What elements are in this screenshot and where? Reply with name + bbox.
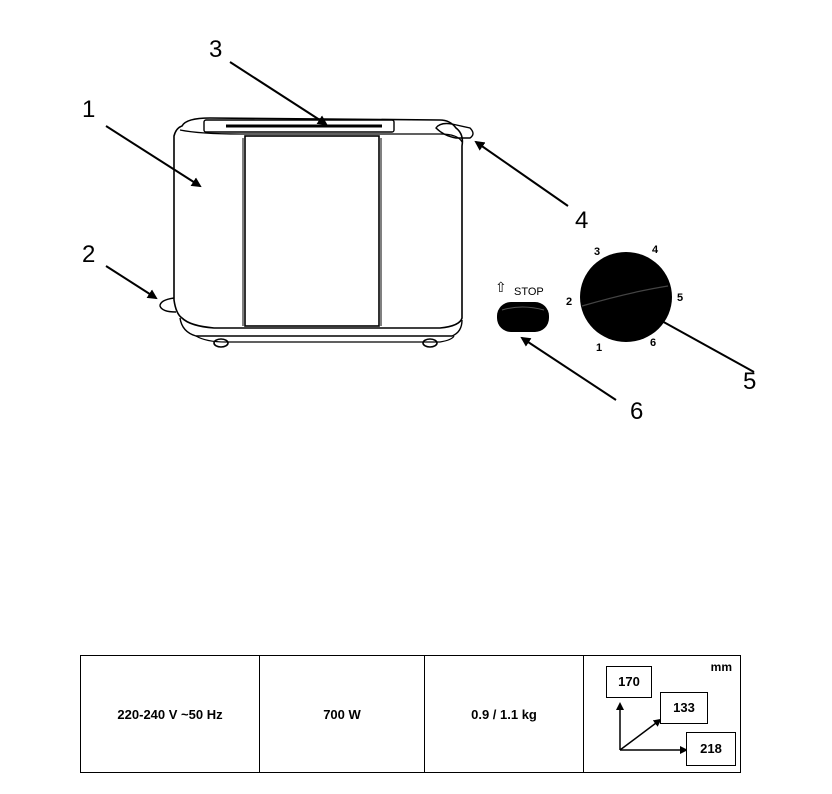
toaster-body [159, 117, 474, 348]
arrow-4 [474, 140, 569, 207]
arrow-1 [105, 125, 202, 188]
spec-power: 700 W [259, 655, 425, 773]
dial-number-3: 3 [594, 246, 601, 258]
dimension-width: 218 [686, 732, 736, 766]
spec-dimensions: mm 170 133 218 [583, 655, 741, 773]
table-row: 220-240 V ~50 Hz 700 W 0.9 / 1.1 kg mm 1… [80, 655, 741, 773]
dial-number-2: 2 [566, 296, 573, 308]
callout-4: 4 [575, 207, 589, 234]
dial-number-6: 6 [650, 337, 657, 349]
callout-2: 2 [82, 241, 96, 268]
arrow-6 [520, 336, 617, 401]
dimension-height: 170 [606, 666, 652, 698]
callout-6: 6 [630, 398, 644, 425]
dimension-depth: 133 [660, 692, 708, 724]
dial-number-4: 4 [652, 244, 659, 256]
dial-number-5: 5 [677, 292, 684, 304]
spec-voltage: 220-240 V ~50 Hz [80, 655, 260, 773]
arrow-2 [105, 265, 158, 300]
callout-arrows [105, 61, 755, 401]
toaster-diagram [105, 61, 755, 401]
dimension-axes [616, 702, 688, 754]
arrow-5 [659, 319, 755, 373]
browning-knob-shape [580, 252, 672, 342]
dimension-unit: mm [710, 660, 732, 674]
spec-weight: 0.9 / 1.1 kg [424, 655, 584, 773]
callout-1: 1 [82, 96, 96, 123]
callout-3: 3 [209, 36, 223, 63]
spec-table: 220-240 V ~50 Hz 700 W 0.9 / 1.1 kg mm 1… [80, 655, 741, 773]
arrow-3 [229, 61, 328, 126]
stop-label: STOP [514, 286, 544, 298]
dial-number-1: 1 [596, 342, 603, 354]
stop-button-shape [497, 302, 549, 332]
callout-5: 5 [743, 368, 757, 395]
up-arrow-icon: ⇧ [495, 279, 507, 295]
